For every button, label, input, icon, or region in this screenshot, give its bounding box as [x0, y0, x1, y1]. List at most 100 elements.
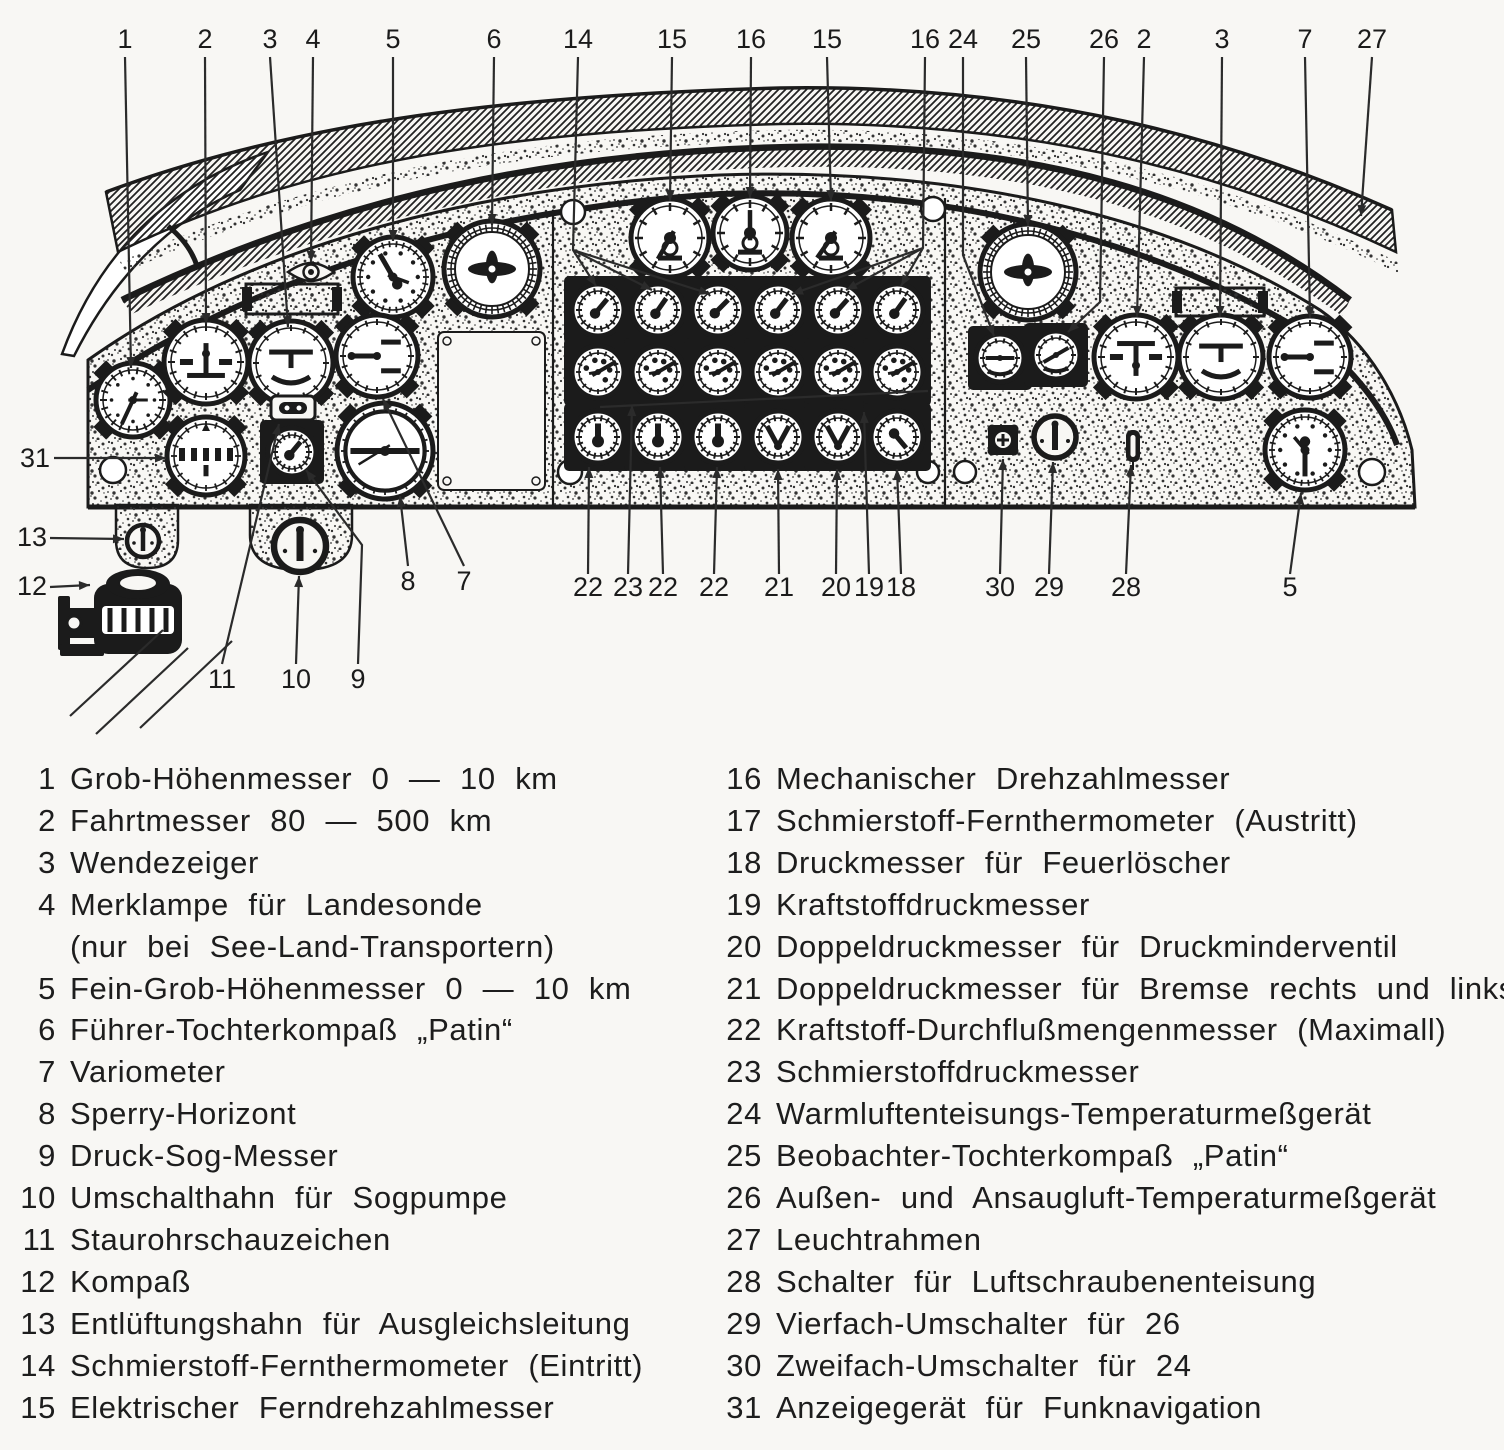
gauge-funknavigation-anzeige: [164, 414, 248, 498]
legend-item-text: Doppeldruckmesser für Druckminderventil: [776, 928, 1398, 964]
legend-item: 25 Beobachter-Tochterkompaß „Patin“: [718, 1135, 1504, 1177]
leader-line: [626, 404, 634, 575]
leader-line: [382, 398, 465, 567]
callout-label: 27: [1357, 24, 1387, 54]
legend-item-text: Schalter für Luftschraubenenteisung: [776, 1263, 1317, 1299]
gauge-fuehrer-tochterkompass: [441, 218, 543, 320]
gauge-fernthermometer-b2: [624, 276, 692, 344]
leader-line: [305, 469, 364, 665]
gauge-beobachter-tochterkompass: [977, 221, 1079, 323]
legend-item-text: Beobachter-Tochterkompaß „Patin“: [776, 1138, 1289, 1174]
legend-item-number: 5: [38, 970, 56, 1006]
leader-arrow: [846, 280, 858, 290]
blank-recess: [437, 331, 546, 491]
leader-arrow: [859, 412, 869, 424]
leader-line: [268, 56, 290, 328]
callout-label: 26: [1089, 24, 1119, 54]
gauge-zweifach-umschalter: [987, 424, 1019, 456]
callout-label: 7: [456, 566, 471, 596]
callout-label: 5: [385, 24, 400, 54]
kompass-device: [58, 569, 182, 656]
callout-label: 5: [1282, 572, 1297, 602]
gauge-schmierstoffdruckmesser-c4: [744, 338, 812, 406]
leader-line: [220, 423, 281, 665]
legend-item-text: Kompaß: [70, 1263, 191, 1299]
leader-arrow: [640, 281, 652, 290]
leader-arrow: [985, 324, 995, 336]
callout-label: 22: [699, 572, 729, 602]
gauge-wendezeiger-rechts: [1176, 312, 1266, 402]
legend-item-number: 16: [726, 761, 762, 796]
leader-arrow: [396, 496, 406, 508]
legend-item-number: 26: [726, 1180, 762, 1216]
leader-arrow: [126, 356, 136, 368]
leader-line: [1024, 56, 1030, 227]
leader-arrow: [306, 250, 316, 262]
gauge-umschalthahn-sogpumpe: [270, 516, 330, 576]
gauge-warmluft-temperaturmessgeraet: [968, 326, 1032, 390]
legend-item-text: Außen- und Ansaugluft-Temperaturmeßgerät: [776, 1180, 1437, 1216]
callout-label: 4: [305, 24, 320, 54]
gauge-fahrtmesser-rechts: [1091, 312, 1181, 402]
leader-arrow: [1068, 321, 1080, 332]
sketch-line: [139, 640, 233, 729]
leader-arrow: [388, 230, 398, 241]
legend-item-number: 14: [20, 1347, 56, 1383]
gauge-merklampe-landesonde: [285, 261, 337, 283]
legend-item-number: 3: [38, 844, 56, 880]
leader-arrow: [1048, 462, 1058, 474]
gauge-entlueftungshahn: [124, 522, 162, 560]
leader-line: [1047, 461, 1055, 575]
leader-arrow: [826, 189, 836, 201]
callout-label: 6: [486, 24, 501, 54]
leader-line: [834, 468, 839, 575]
gauge-schalter-luftschraubenenteisung: [1126, 430, 1140, 470]
leader-line: [49, 536, 125, 541]
callout-label: 11: [208, 664, 236, 694]
gauge-schmierstoffdruckmesser-c3: [684, 338, 752, 406]
callout-label: 16: [910, 24, 940, 54]
leader-line: [862, 411, 871, 575]
panel-hole: [98, 455, 128, 485]
legend-item-text: Doppeldruckmesser für Bremse rechts und …: [776, 970, 1504, 1006]
leader-arrow: [1215, 305, 1225, 317]
legend-item-number: 25: [726, 1138, 762, 1174]
gauge-ferndrehzahlmesser-el-2: [789, 196, 873, 280]
legend-item-number: 8: [38, 1096, 56, 1132]
callout-label: 15: [812, 24, 842, 54]
gauge-variometer-links: [333, 312, 421, 400]
callout-label: 10: [281, 664, 311, 694]
sketch-line: [95, 647, 189, 735]
leader-line: [895, 468, 903, 575]
legend-item-text: Fahrtmesser 80 — 500 km: [70, 802, 493, 838]
leader-line: [398, 495, 410, 567]
leader-arrow: [586, 274, 596, 286]
leader-line: [1288, 492, 1303, 575]
callout-label: 3: [1214, 24, 1229, 54]
legend-item-text: Fein-Grob-Höhenmesser 0 — 10 km: [70, 970, 632, 1006]
legend-item-number: 15: [20, 1389, 56, 1425]
legend-item-text: Elektrischer Ferndrehzahlmesser: [70, 1389, 555, 1425]
gauge-fein-grob-hoehenmesser-links: [350, 234, 436, 320]
legend-item-text: Leuchtrahmen: [776, 1221, 982, 1257]
leader-line: [776, 468, 781, 575]
leader-arrow: [712, 467, 722, 479]
blanking-plate: [244, 282, 340, 316]
legend-item-number: 31: [726, 1389, 762, 1425]
leader-line: [825, 56, 833, 202]
legend-item-number: 13: [20, 1305, 56, 1341]
legend-item-text: Grob-Höhenmesser 0 — 10 km: [70, 761, 558, 796]
leader-arrow: [272, 424, 281, 436]
legend-item-number: 6: [38, 1012, 56, 1048]
legend-item-text: Warmluftenteisungs-Temperaturmeßgerät: [776, 1096, 1372, 1132]
leader-arrow: [112, 534, 124, 544]
